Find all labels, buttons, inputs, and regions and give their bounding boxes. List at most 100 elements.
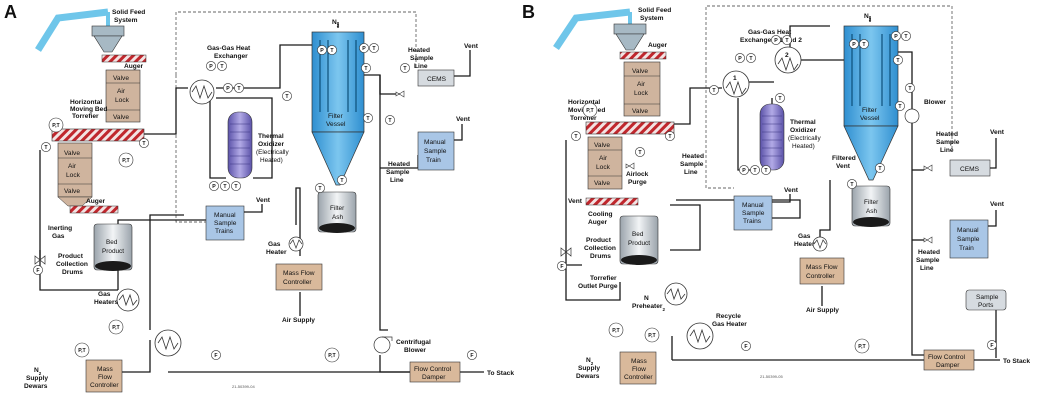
- instrument-tag-label: F: [36, 268, 39, 274]
- drums-b-1: Product: [586, 237, 612, 244]
- filter-ash-text-1: Filter: [330, 205, 345, 212]
- instrument-tag-label: P: [852, 42, 856, 48]
- top-auger-b: [619, 51, 667, 60]
- oxidizer-label-2: Oxidizer: [258, 141, 284, 148]
- trains-b-2: Sample: [742, 210, 765, 217]
- torrefier-b-1: Horizontal: [568, 99, 600, 106]
- air-supply-label: Air Supply: [282, 317, 315, 324]
- instrument-tag-label: P,T: [612, 328, 620, 334]
- drums-label-2: Collection: [56, 261, 88, 268]
- instrument-tag-label: T: [318, 186, 322, 192]
- instrument-tag-circle: [635, 147, 645, 157]
- hx1-number: 1: [733, 75, 737, 82]
- mass-flow-air-b-2: Controller: [806, 273, 835, 280]
- mass-flow-air-b-1: Mass Flow: [806, 264, 838, 271]
- lower-airlock-stack: [57, 142, 93, 198]
- damper-text-2: Damper: [422, 374, 446, 381]
- air-heater-b-2: Heater: [794, 241, 815, 248]
- instrument-tag-circle: [41, 142, 51, 152]
- instrument-tag-label: T: [785, 38, 789, 44]
- bed-product-b-2: Product: [628, 240, 650, 247]
- valve-top-b: Valve: [632, 68, 648, 75]
- offgas-pipe: [142, 87, 188, 135]
- instrument-tag-circle: [665, 131, 675, 141]
- n2-supply-b-1: N2: [586, 357, 594, 366]
- hx-to-oxidizer-pipe: [209, 98, 226, 179]
- torrefier-label-3: Torrefier: [72, 113, 99, 120]
- cooling-auger-1: Cooling: [588, 211, 613, 218]
- instrument-tag-label: F: [990, 343, 993, 349]
- airlock-purge-2: Purge: [628, 179, 647, 186]
- inerting-valve-icon: [34, 255, 46, 265]
- airlock-low-text-1: Air: [68, 163, 77, 170]
- train-vent-label: Vent: [456, 116, 471, 123]
- instrument-tag-circle: [118, 152, 134, 168]
- instrument-tag-label: T: [366, 116, 370, 122]
- instrument-tag-label: P: [212, 184, 216, 190]
- airlock-purge-1: Airlock: [626, 171, 649, 178]
- solid-feed-b-1: Solid Feed: [638, 7, 671, 14]
- torrefier-b-3: Torrefier: [570, 115, 597, 122]
- instrument-tag-circle: [761, 165, 771, 175]
- instrument-tag-circle: [987, 340, 997, 350]
- instrument-tag-label: P: [774, 38, 778, 44]
- drawing-number-b: 21-50399-05: [760, 374, 783, 379]
- inerting-label-2: Gas: [52, 233, 65, 240]
- filter-ash-text-2: Ash: [332, 214, 343, 221]
- vent-cooling: Vent: [568, 198, 583, 205]
- instrument-tag-circle: [891, 31, 901, 41]
- heater-to-trains-pipe: [149, 214, 184, 330]
- instrument-tag-circle: [315, 183, 325, 193]
- n2-supply-b-3: Dewars: [576, 373, 600, 380]
- instrument-tag-label: F: [744, 344, 747, 350]
- oxidizer-label-3: (Electrically: [256, 149, 289, 156]
- panel-b: B Solid Feed System Auger Valve: [522, 2, 1030, 385]
- instrument-tag-label: P,T: [112, 325, 120, 331]
- instrument-tag-circle: [782, 35, 792, 45]
- instrument-tag-label: T: [44, 145, 48, 151]
- n2-supply-label-1: N2: [34, 367, 42, 376]
- instrument-tag-circle: [206, 61, 216, 71]
- instrument-tag-label: T: [668, 134, 672, 140]
- mass-flow-n2-text-2: Flow: [98, 374, 112, 381]
- airlock-low-b-1: Air: [599, 155, 608, 162]
- to-stack-label: To Stack: [487, 370, 514, 377]
- torrefier-label-2: Moving Bed: [70, 106, 107, 113]
- instrument-tag-circle: [775, 93, 785, 103]
- instrument-tag-circle: [217, 61, 227, 71]
- instrument-tag-label: T: [778, 96, 782, 102]
- instrument-tag-circle: [709, 85, 719, 95]
- trains-vent-label: Vent: [256, 197, 271, 204]
- svg-text:Solid Feed: Solid Feed: [112, 9, 145, 16]
- filter-vessel-text-1: Filter: [328, 113, 343, 120]
- filter-down-pipe: [379, 75, 388, 331]
- blower-out-pipe: [379, 355, 410, 373]
- oxidizer-label-1: Thermal: [258, 133, 284, 140]
- instrument-tag-label: T: [372, 46, 376, 52]
- trains-b-1: Manual: [742, 202, 764, 209]
- top-airlock-b: [623, 61, 661, 117]
- mass-flow-n2-b-2: Flow: [632, 366, 646, 373]
- instrument-tag-circle: [48, 117, 64, 133]
- instrument-tag-label: P: [894, 34, 898, 40]
- filter-vessel-b-2: Vessel: [860, 115, 880, 122]
- instrument-tag-label: T: [142, 141, 146, 147]
- instrument-tag-circle: [337, 175, 347, 185]
- blower-down-pipe-b: [911, 122, 924, 356]
- n2-supply-pipe: [122, 340, 151, 373]
- instrument-tag-circle: [854, 338, 870, 354]
- hx-to-filter-pipe: [216, 44, 312, 89]
- lower-airlock-b: [587, 136, 623, 190]
- recycle-loop-pipe: [670, 204, 701, 251]
- instrument-tag-circle: [771, 35, 781, 45]
- instrument-tag-circle: [608, 322, 624, 338]
- damper-b-2: Damper: [936, 362, 960, 369]
- torrefier-bed: [51, 128, 145, 142]
- mass-flow-air-box: [275, 263, 323, 291]
- drums-label-3: Drums: [62, 269, 83, 276]
- outlet-purge-2: Outlet Purge: [578, 283, 618, 290]
- purge-valve-icon: [560, 247, 572, 257]
- instrument-tag-circle: [750, 165, 760, 175]
